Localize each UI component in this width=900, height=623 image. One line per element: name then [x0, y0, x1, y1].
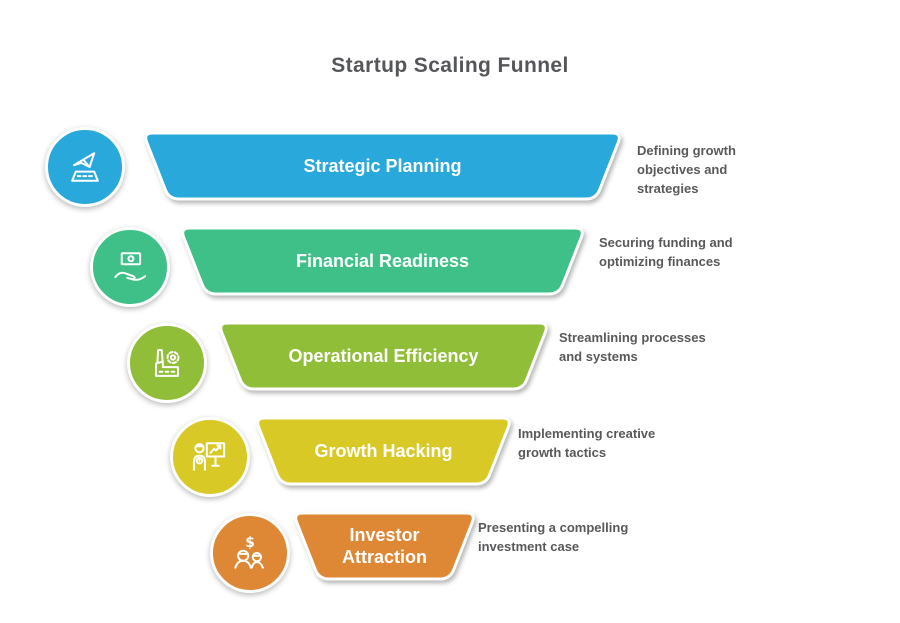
stage-description: Streamlining processes and systems — [559, 330, 706, 364]
stage-description: Implementing creative growth tactics — [518, 426, 656, 460]
stage-icon-badge — [90, 227, 170, 307]
funnel-bar: Operational Efficiency — [214, 319, 553, 393]
diagram-title: Startup Scaling Funnel — [331, 54, 569, 77]
growth-presentation-icon — [192, 442, 226, 471]
stage-description: Securing funding and optimizing finances — [599, 235, 733, 269]
stage-icon-badge — [170, 417, 250, 497]
stage-icon-badge — [127, 323, 207, 403]
funnel-bar: Growth Hacking — [251, 414, 516, 488]
stage-description: Presenting a compelling investment case — [478, 520, 629, 554]
stage-description: Defining growth objectives and strategie… — [637, 143, 736, 196]
factory-gear-icon — [154, 349, 180, 377]
cash-in-hand-icon — [114, 252, 147, 281]
funnel-bar: Financial Readiness — [176, 224, 589, 298]
funnel-bar: Investor Attraction — [289, 509, 480, 583]
svg-text:$: $ — [245, 535, 255, 551]
stage-icon-badge: $ — [210, 513, 290, 593]
investors-dollar-icon: $ — [234, 535, 264, 569]
plane-takeoff-icon — [71, 152, 99, 182]
stage-icon-badge — [45, 127, 125, 207]
funnel-bar: Strategic Planning — [139, 129, 626, 203]
